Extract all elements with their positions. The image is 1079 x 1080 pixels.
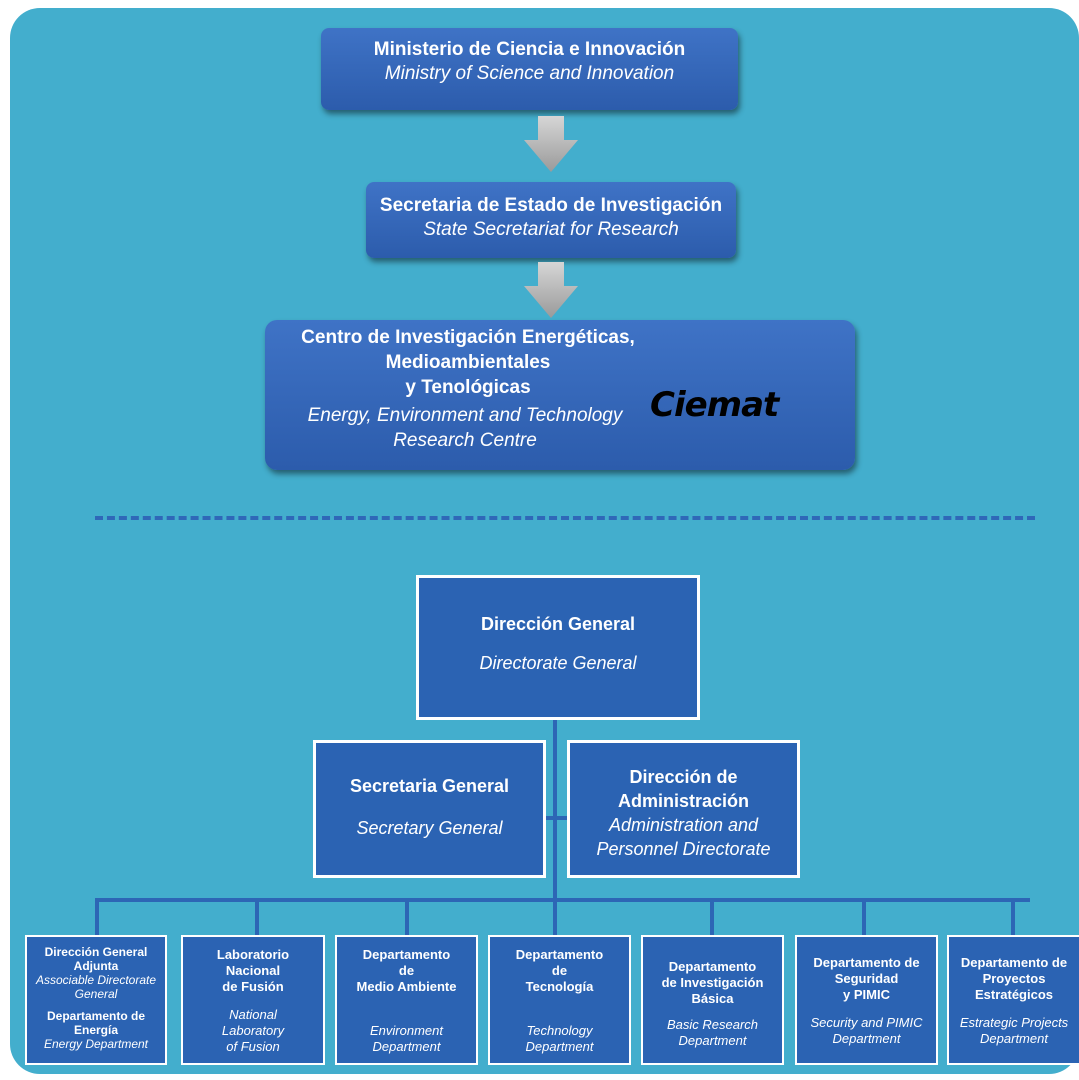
administration-name-line2: Administración <box>617 791 750 811</box>
secretary-general-name: Secretaria General <box>349 776 510 796</box>
secretary-general-box: Secretaria General Secretary General <box>313 740 546 878</box>
dept-name-en: National <box>229 1007 277 1022</box>
directorate-general-name: Dirección General <box>480 614 636 634</box>
ministry-name: Ministerio de Ciencia e Innovación <box>373 39 686 60</box>
dept-name: Departamento de <box>960 955 1068 970</box>
dept-name-en: of Fusion <box>226 1039 280 1054</box>
dept-security-pimic: Departamento de Seguridad y PIMIC Securi… <box>795 935 938 1065</box>
dept-name: Dirección General <box>44 945 148 959</box>
administration-name-en-line2: Personnel Directorate <box>596 839 771 859</box>
dept-name: Estratégicos <box>974 987 1054 1002</box>
dept-name-en: Department <box>372 1039 441 1054</box>
dept-technology: Departamento de Tecnología Technology De… <box>488 935 631 1065</box>
connector-drop <box>862 898 866 936</box>
administration-name-en-line1: Administration and <box>608 815 759 835</box>
ciemat-centre-box: Centro de Investigación Energéticas, Med… <box>265 320 855 470</box>
dept-name-en: Energy Department <box>43 1037 149 1051</box>
dept-name-en: General <box>74 987 118 1001</box>
dept-name-en: Associable Directorate <box>35 973 157 987</box>
ministry-name-en: Ministry of Science and Innovation <box>384 63 675 84</box>
dept-basic-research: Departamento de Investigación Básica Bas… <box>641 935 784 1065</box>
connector-drop <box>255 898 259 936</box>
dept-associate-directorate: Dirección General Adjunta Associable Dir… <box>25 935 167 1065</box>
dept-name-en: Department <box>832 1031 901 1046</box>
state-secretariat-name: Secretaria de Estado de Investigación <box>379 195 723 216</box>
secretary-general-name-en: Secretary General <box>356 818 503 838</box>
connector-drop <box>1011 898 1015 936</box>
dept-name: Medio Ambiente <box>356 979 457 994</box>
dept-name: Departamento de <box>46 1009 146 1023</box>
dept-name-en: Department <box>525 1039 594 1054</box>
dashed-separator <box>95 516 1035 520</box>
dept-name-en: Basic Research <box>666 1017 759 1032</box>
dept-name: Nacional <box>225 963 281 978</box>
dept-name-en: Security and PIMIC <box>810 1015 923 1030</box>
administration-directorate-box: Dirección de Administración Administrati… <box>567 740 800 878</box>
arrow-down-icon <box>524 116 578 172</box>
state-secretariat-name-en: State Secretariat for Research <box>423 219 679 240</box>
connector-drop <box>405 898 409 936</box>
connector-vertical <box>553 718 557 900</box>
dept-name: Departamento <box>362 947 451 962</box>
directorate-general-name-en: Directorate General <box>479 653 637 673</box>
connector-branch <box>543 816 567 820</box>
dept-name: Laboratorio <box>216 947 290 962</box>
ministry-box: Ministerio de Ciencia e Innovación Minis… <box>321 28 738 110</box>
administration-name-line1: Dirección de <box>629 767 738 787</box>
dept-name-en: Department <box>678 1033 747 1048</box>
dept-name: de <box>398 963 415 978</box>
state-secretariat-box: Secretaria de Estado de Investigación St… <box>366 182 736 258</box>
dept-name-en: Technology <box>526 1023 593 1038</box>
dept-name: Energía <box>73 1023 118 1037</box>
directorate-general-box: Dirección General Directorate General <box>416 575 700 720</box>
centre-name-line2: Medioambientales <box>385 352 551 373</box>
dept-name: y PIMIC <box>843 987 890 1002</box>
dept-name: Adjunta <box>73 959 119 973</box>
dept-name: Departamento de <box>813 955 920 970</box>
connector-drop <box>553 898 557 936</box>
dept-name: de Fusión <box>222 979 284 994</box>
dept-name-en: Estrategic Projects <box>959 1015 1069 1030</box>
centre-name-line3: y Tenológicas <box>405 377 531 398</box>
dept-environment: Departamento de Medio Ambiente Environme… <box>335 935 478 1065</box>
connector-drop <box>710 898 714 936</box>
dept-name-en: Laboratory <box>221 1023 285 1038</box>
dept-name: Tecnología <box>525 979 594 994</box>
dept-name: Básica <box>691 991 734 1006</box>
dept-name: Departamento <box>515 947 604 962</box>
centre-name-en-line2: Research Centre <box>393 430 537 451</box>
dept-name-en: Department <box>980 1031 1048 1046</box>
centre-name-line1: Centro de Investigación Energéticas, <box>301 327 635 348</box>
dept-fusion-laboratory: Laboratorio Nacional de Fusión National … <box>181 935 325 1065</box>
ciemat-logo: Ciemat <box>650 385 779 425</box>
connector-drop <box>95 898 99 936</box>
centre-name-en-line1: Energy, Environment and Technology <box>307 405 623 426</box>
dept-name-en: Environment <box>370 1023 443 1038</box>
dept-name: de Investigación <box>661 975 764 990</box>
dept-name: Departamento <box>668 959 757 974</box>
arrow-down-icon <box>524 262 578 318</box>
dept-name: Seguridad <box>834 971 899 986</box>
dept-name: Proyectos <box>982 971 1046 986</box>
dept-name: de <box>551 963 568 978</box>
connector-horizontal <box>95 898 1030 902</box>
dept-strategic-projects: Departamento de Proyectos Estratégicos E… <box>947 935 1079 1065</box>
